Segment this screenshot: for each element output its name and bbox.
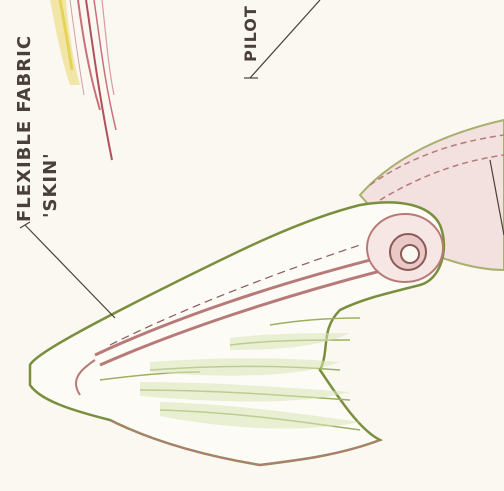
label-skin: 'SKIN': [40, 152, 61, 218]
shoulder-joint: [367, 214, 443, 282]
feather-strip: [50, 0, 116, 160]
label-flexible-fabric: FLEXIBLE FABRIC: [14, 35, 35, 222]
fabric-leader: [20, 222, 115, 318]
label-pilot: PILOT: [241, 5, 260, 62]
